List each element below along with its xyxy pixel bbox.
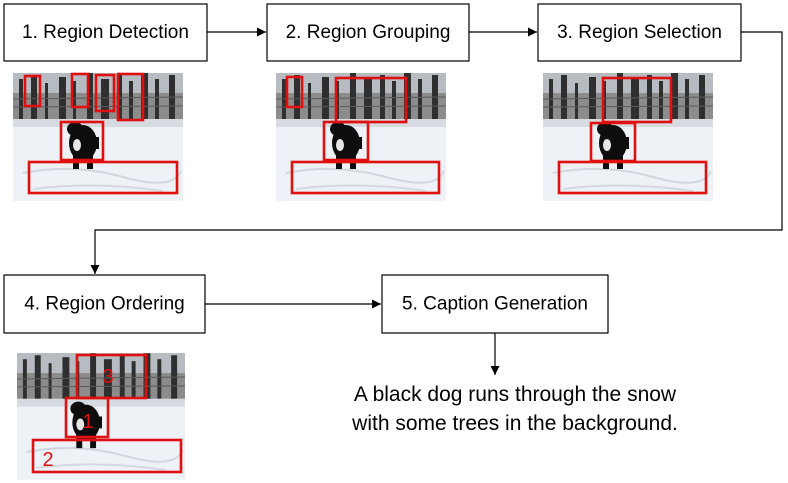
region-box (334, 76, 408, 124)
region-box (94, 73, 116, 113)
region-order-label: 1 (82, 411, 93, 433)
region-box (116, 72, 145, 122)
region-box (59, 120, 105, 162)
caption-line: with some trees in the background. (351, 412, 678, 435)
step-region-detection: 1. Region Detection (3, 3, 208, 62)
step-label: 4. Region Ordering (24, 294, 185, 315)
image-region-grouping (276, 73, 446, 201)
region-box (27, 160, 179, 195)
region-box (322, 120, 370, 162)
region-order-label: 3 (102, 366, 113, 388)
generated-caption: A black dog runs through the snow with s… (351, 383, 678, 435)
region-box (64, 396, 110, 439)
region-box (601, 76, 673, 124)
step-region-ordering: 4. Region Ordering (3, 274, 206, 334)
step-label: 3. Region Selection (557, 22, 722, 43)
caption-line: A black dog runs through the snow (354, 383, 677, 406)
image-region-selection (543, 73, 713, 201)
step-region-selection: 3. Region Selection (537, 3, 742, 62)
region-box (31, 438, 183, 474)
region-box (285, 75, 304, 109)
region-order-label: 2 (42, 449, 53, 471)
region-box (70, 72, 90, 109)
step-label: 1. Region Detection (22, 22, 189, 43)
step-caption-generation: 5. Caption Generation (381, 274, 609, 334)
region-box (23, 74, 42, 108)
image-region-ordering: 1 2 3 (17, 353, 185, 480)
step-label: 2. Region Grouping (286, 22, 451, 43)
arrow-selection-to-ordering (90, 31, 783, 274)
step-region-grouping: 2. Region Grouping (266, 3, 470, 62)
region-box (557, 160, 708, 195)
region-box (75, 353, 148, 400)
image-region-detection (13, 72, 183, 201)
step-label: 5. Caption Generation (402, 294, 588, 315)
region-box (290, 160, 441, 195)
